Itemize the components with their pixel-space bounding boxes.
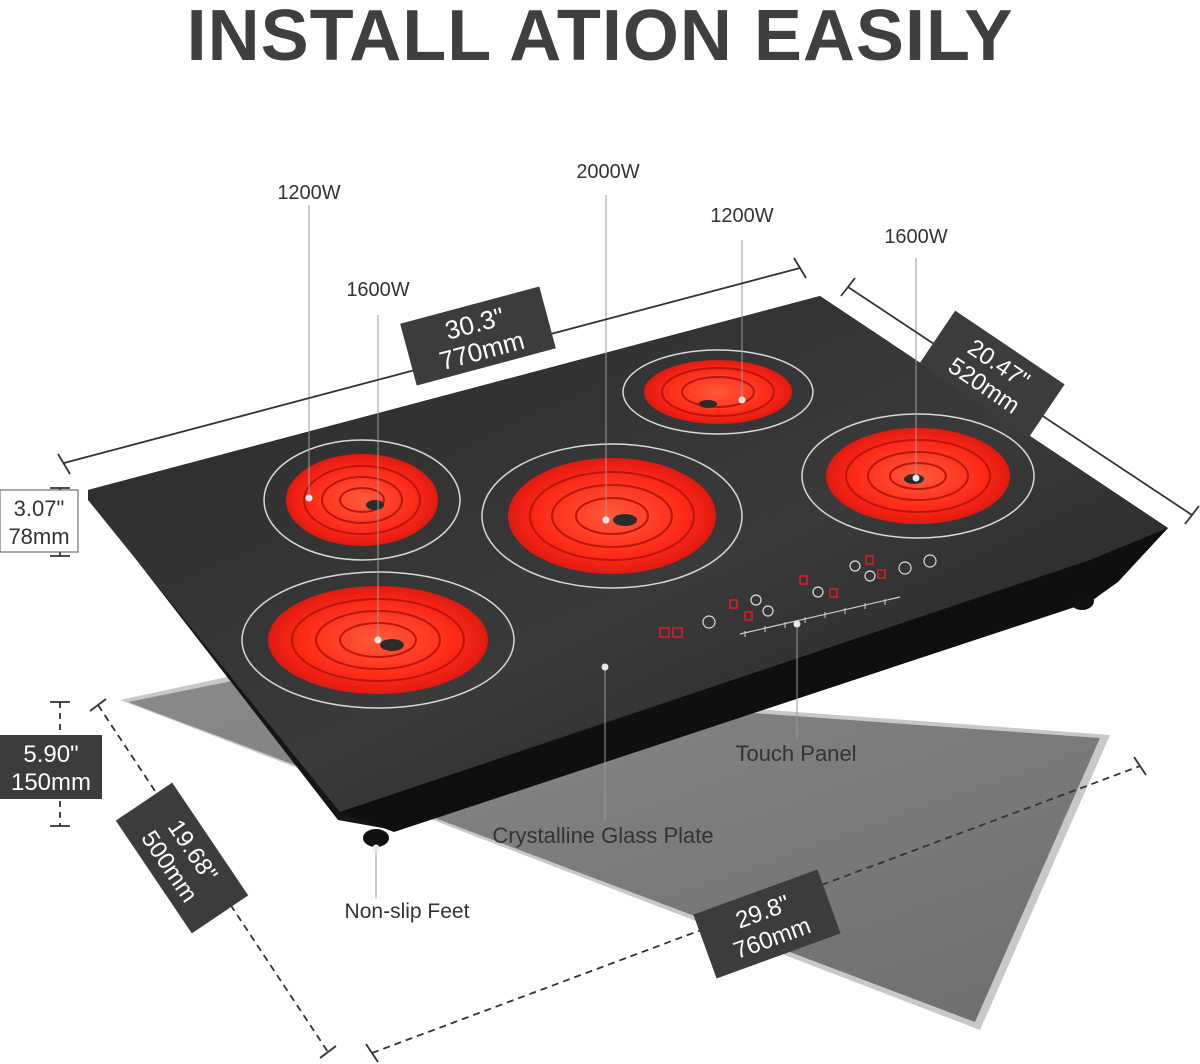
dim-thickness: 3.07" 78mm bbox=[0, 489, 79, 553]
callout-glass-plate: Crystalline Glass Plate bbox=[492, 823, 713, 848]
dim-cutout-height-inch: 5.90" bbox=[23, 741, 78, 768]
leader-dots bbox=[305, 396, 920, 852]
label-burner-rear-right-small: 1200W bbox=[710, 205, 773, 227]
touch-panel bbox=[659, 554, 937, 638]
dim-thickness-mm: 78mm bbox=[8, 524, 69, 549]
power-icon bbox=[702, 615, 716, 629]
lock-icon bbox=[898, 561, 912, 575]
power-icon-right bbox=[923, 554, 937, 568]
burner-center bbox=[481, 443, 743, 589]
dim-cutout-depth: 19.68" 500mm bbox=[115, 782, 249, 934]
dim-width-top: 30.3" 770mm bbox=[400, 286, 556, 386]
page-title: INSTALL ATION EASILY bbox=[186, 0, 1014, 76]
callout-feet: Non-slip Feet bbox=[345, 900, 470, 923]
foot-left bbox=[363, 829, 389, 847]
callout-touch-panel: Touch Panel bbox=[735, 741, 856, 766]
leader-lines bbox=[308, 195, 917, 898]
label-burner-center: 2000W bbox=[576, 161, 639, 183]
label-burner-rear-left: 1200W bbox=[277, 182, 340, 204]
burner-rear-left bbox=[263, 439, 461, 561]
foot-right bbox=[1070, 592, 1094, 610]
cooktop-front-edge bbox=[340, 528, 1168, 832]
label-burner-right: 1600W bbox=[884, 226, 947, 248]
burner-rear-right-small bbox=[622, 349, 814, 435]
label-burner-front-left: 1600W bbox=[346, 279, 409, 301]
dim-thickness-inch: 3.07" bbox=[14, 496, 65, 521]
dim-cutout-height: 5.90" 150mm bbox=[0, 735, 102, 799]
dim-cutout-height-mm: 150mm bbox=[11, 769, 91, 796]
slider-bar bbox=[739, 596, 901, 635]
